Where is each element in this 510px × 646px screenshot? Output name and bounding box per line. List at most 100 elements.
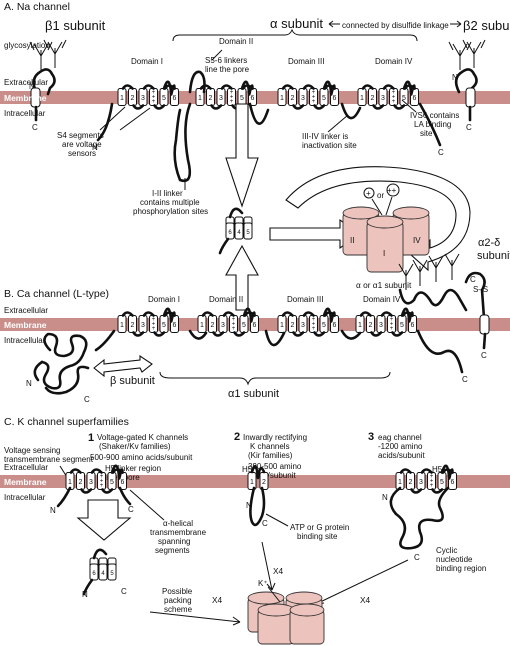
p-loop [322,80,336,96]
s4-charge: + [100,479,104,485]
na-extracellular: Extracellular [4,78,48,87]
s56-label-1: S5-6 linkers [205,56,247,65]
k-ion-arrow [267,586,281,603]
s4-charge: + [232,322,236,328]
segment-number: 5 [162,322,166,329]
iii-label-1: I-II linker [152,189,183,198]
s4-charge: + [430,479,434,485]
ca-c-terminus [416,329,464,374]
glycosylation-beta2 [448,39,486,70]
ca-beta-coil [33,332,90,395]
alpha-alpha1-label: α or α1 subunit [356,280,412,290]
s4-charge: + [230,90,234,96]
s4-charge: + [230,95,234,101]
s56-pointer [211,49,223,61]
ion-plusplus [386,183,400,197]
segment-loop [69,468,82,474]
na-intracellular: Intracellular [4,109,46,118]
kir-h5-loop [250,464,266,480]
kir-c-label: C [262,519,268,528]
a2d-c2: C [470,275,476,284]
segment-number: 2 [211,322,215,329]
segment-number: 2 [369,322,373,329]
segment-number: 2 [262,479,266,486]
a2d-delta-chain [464,271,486,320]
x4-right: X4 [360,595,371,605]
big-arrow-down-a [225,103,259,208]
segment-number: 5 [110,479,114,486]
segment-loop [90,468,103,474]
a2d-label-2: subunit [477,250,510,262]
segment-loop [142,84,155,90]
s4-charge: + [152,90,156,96]
s4-charge: + [392,95,396,101]
k-group-2-line1: Inwardly rectifying [243,433,307,442]
na-domain-1-label: Domain I [131,57,163,66]
s4-charge: + [100,474,104,480]
segment-number: 5 [402,95,406,102]
s4-charge: + [312,317,316,323]
k-group-2-line5: acids/subunit [249,471,296,480]
k-membrane: Membrane [4,477,47,487]
k-tetramer [247,591,325,645]
segment-loop [361,84,374,90]
cn-label-2: nucleotide [436,555,473,564]
segment-loop [359,311,372,317]
p-loop [402,80,416,96]
arrow-x4-left [149,611,241,626]
segment-number: 6 [333,322,337,329]
segment-loop [302,84,315,90]
ivs6-label-2: LA binding [414,120,451,129]
segment-loop [281,84,294,90]
s4-charge: + [390,317,394,323]
cyl-label-iv: IV [413,236,421,245]
a2d-tm [479,314,490,335]
segment-number: 6 [253,322,257,329]
segment-loop [292,331,305,337]
ca-domain-3-label: Domain III [287,295,323,304]
k-group-3-line3: acids/subunit [378,451,425,460]
segment-number: 3 [419,479,423,486]
na-single-domain: 231645 [218,207,253,255]
segment-number: 1 [250,479,254,486]
na-membrane: Membrane [4,93,47,103]
k-group-2-line2: K channels [250,442,290,451]
alpha-brace [172,28,418,42]
kv-c-label: C [128,505,134,514]
a2d-tail [482,332,487,350]
segment-number: 6 [251,95,255,102]
na-domain-3-label: Domain III [288,57,324,66]
p-loop [162,307,176,323]
k-group-1-line1: Voltage-gated K channels [97,433,188,442]
segment-number: 1 [120,322,124,329]
segment-loop [420,468,433,474]
s4-charge: + [232,317,236,323]
k-group-2-number: 2 [234,431,240,443]
segment-number: 3 [141,322,145,329]
na-c-terminus [418,102,442,147]
vs-label-1: Voltage sensing [4,446,61,455]
na-n-label: N [92,143,98,152]
glycosylation-label: glycosylation [4,41,50,50]
mini-loop [92,548,108,560]
section-b-title: B. Ca channel (L-type) [4,288,109,300]
alpha1-brace [159,371,391,386]
cn-label-1: Cyclic [436,546,457,555]
ion-plus-label: + [366,189,371,198]
segment-loop [201,311,214,317]
beta1-n: N [29,82,35,91]
segment-loop [210,104,223,110]
p-loop [162,80,176,96]
segment-number: 5 [110,571,114,577]
arrow-x4-middle [261,541,276,591]
k-mini-subunit: 231645 [82,548,117,596]
disulfide-label: connected by disulfide linkage [342,21,449,30]
beta2-n: N [452,73,458,82]
k-extracellular: Extracellular [4,463,48,472]
